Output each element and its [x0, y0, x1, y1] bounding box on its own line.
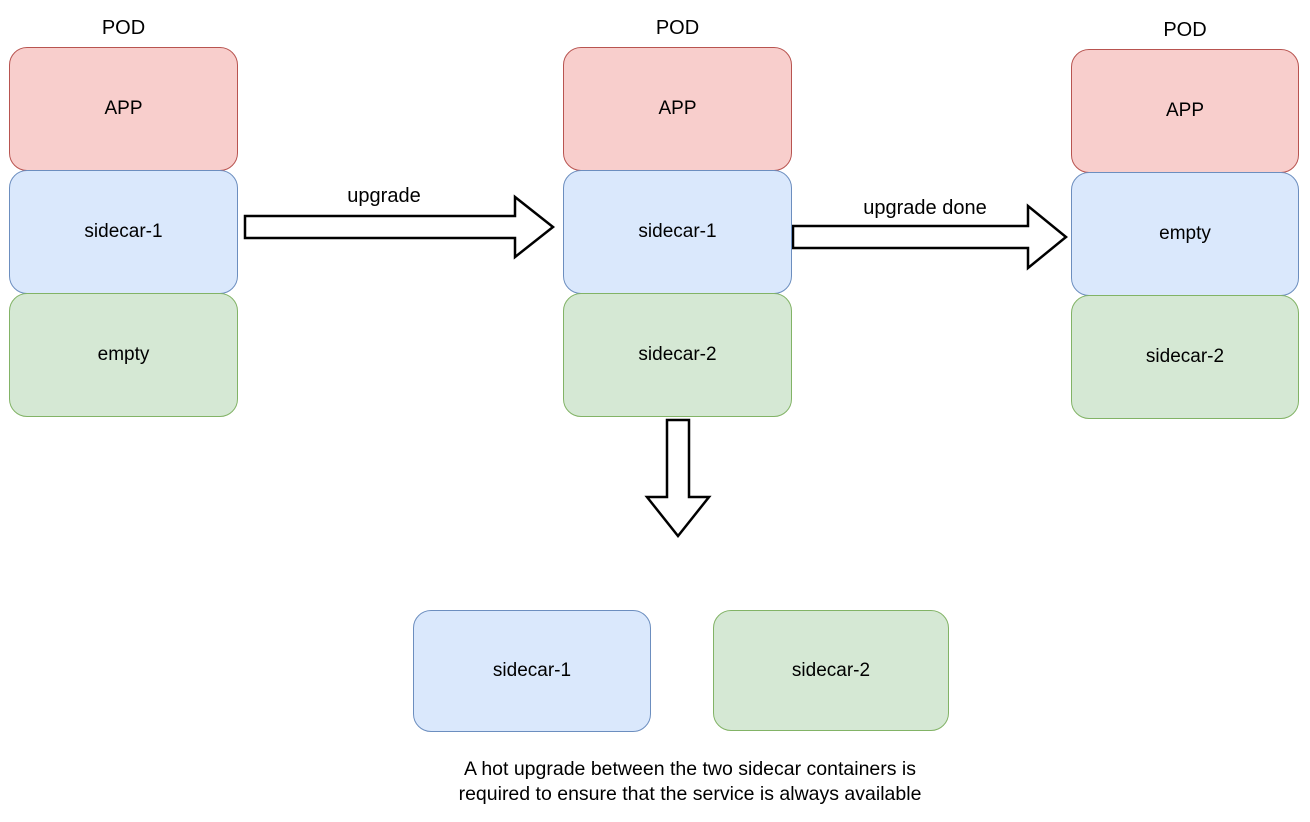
container-label: sidecar-2	[638, 344, 717, 365]
container-label: sidecar-1	[84, 221, 163, 242]
upgrade-arrow-label: upgrade	[347, 185, 421, 207]
standalone-sidecar-2: sidecar-2	[713, 610, 949, 731]
container-app: APP	[563, 47, 792, 171]
container-label: sidecar-1	[638, 221, 717, 242]
pod-after-upgrade: POD APP empty sidecar-2	[1071, 19, 1299, 420]
container-label: APP	[104, 98, 143, 119]
container-empty: empty	[1071, 172, 1299, 296]
container-sidecar-1: sidecar-1	[9, 170, 238, 294]
down-arrow-icon	[644, 418, 712, 539]
pod-title: POD	[101, 17, 146, 39]
container-label: APP	[658, 98, 697, 119]
container-app: APP	[9, 47, 238, 171]
container-label: APP	[1165, 100, 1205, 121]
container-empty: empty	[9, 293, 238, 417]
container-label: empty	[1159, 223, 1211, 244]
pod-title: POD	[655, 17, 700, 39]
upgrade-done-arrow-label: upgrade done	[863, 197, 987, 219]
pod-title: POD	[1163, 19, 1207, 41]
container-sidecar-2: sidecar-2	[563, 293, 792, 417]
caption-line-1: A hot upgrade between the two sidecar co…	[463, 758, 917, 780]
diagram-caption: A hot upgrade between the two sidecar co…	[340, 757, 1040, 807]
container-label: empty	[97, 344, 150, 365]
pod-during-upgrade: POD APP sidecar-1 sidecar-2	[563, 17, 792, 418]
container-sidecar-2: sidecar-2	[1071, 295, 1299, 419]
caption-line-2: required to ensure that the service is a…	[458, 783, 922, 805]
standalone-sidecar-1: sidecar-1	[413, 610, 651, 732]
container-label: sidecar-2	[1145, 346, 1225, 367]
standalone-label: sidecar-1	[492, 660, 572, 681]
pod-before-upgrade: POD APP sidecar-1 empty	[9, 17, 238, 418]
standalone-label: sidecar-2	[791, 659, 871, 681]
container-app: APP	[1071, 49, 1299, 173]
container-sidecar-1: sidecar-1	[563, 170, 792, 294]
